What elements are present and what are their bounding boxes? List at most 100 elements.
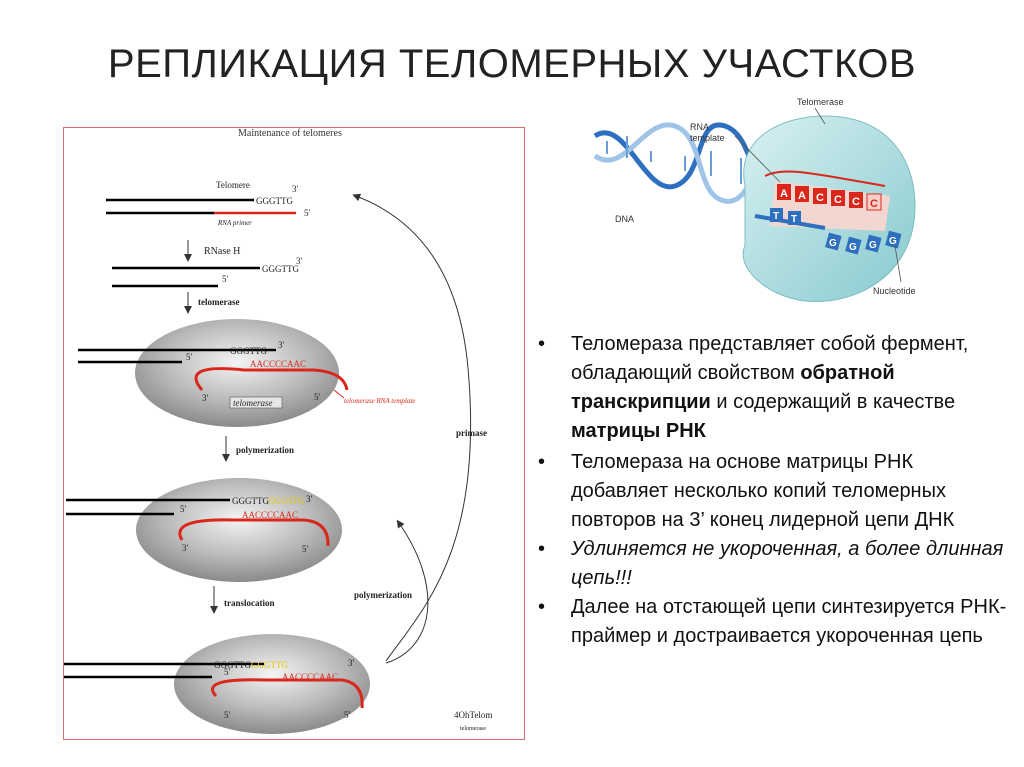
prime-5-label: 5' (314, 392, 321, 402)
rna-base (813, 188, 827, 204)
telomerase-oval (135, 319, 339, 427)
bullet-text: обратной транскрипции (571, 362, 895, 413)
dna-base (770, 208, 783, 222)
primase-loop-arrow (352, 193, 472, 662)
prime-3-label: 3' (202, 393, 209, 403)
telomerase-step-label: telomerase (198, 297, 239, 307)
rna-template-label: telomerase RNA template (344, 397, 415, 405)
free-nucleotide (825, 232, 842, 251)
bullet-text: матрицы РНК (571, 420, 706, 442)
footer-sub: telomerase (460, 726, 486, 732)
bullet-item: • Далее на отстающей цепи синтезируется Р… (538, 593, 1008, 651)
rna-template-seq: AACCCCAAC (282, 672, 338, 682)
rna-template-loop (178, 518, 330, 547)
free-nucleotide (865, 234, 882, 253)
bullet-text: Теломераза представляет собой фермент, о… (571, 333, 969, 384)
rna-base (866, 193, 882, 211)
prime-3-label: 3' (278, 340, 285, 350)
bullet-text: и содержащий в качестве (710, 391, 956, 413)
rna-template-seq: AACCCCAAC (242, 510, 298, 520)
footer-code: 4OhTelom (454, 710, 492, 720)
seq-gggttg-new: GGGTTG (268, 496, 305, 506)
telomere-label: Telomere (216, 180, 250, 190)
rna-template-loop (210, 678, 364, 709)
rna-base (795, 186, 809, 202)
seq-gggttg: GGGTTG (262, 264, 299, 274)
nucleotide-label: Nucleotide (873, 286, 916, 296)
polymerization-loop-arrow (385, 519, 429, 664)
rna-letter: A (798, 190, 806, 202)
primase-label: primase (456, 428, 487, 438)
bullet-marker: • (538, 451, 546, 473)
bullet-marker: • (538, 538, 546, 560)
prime-5-label: 5' (222, 274, 229, 284)
dna-base (788, 211, 801, 225)
diagram-header: Maintenance of telomeres (238, 128, 342, 139)
translocation-label: translocation (224, 598, 275, 608)
telomere-diagram-svg: Maintenance of telomeres Telomere 3' GGG… (64, 128, 492, 734)
polymerization-label: polymerization (236, 445, 294, 455)
prime-3-label: 3' (348, 658, 355, 668)
bullet-marker: • (538, 333, 546, 355)
leader-line (894, 245, 902, 283)
bullet-marker: • (538, 596, 546, 618)
prime-3-label: 3' (292, 184, 299, 194)
bullet-text: Теломераза на основе матрицы РНК добавля… (571, 451, 955, 531)
telomerase-oval (174, 634, 370, 734)
rna-base (777, 184, 791, 200)
dna-base-pairs (606, 136, 742, 184)
rna-base (849, 192, 863, 208)
prime-3-label: 3' (182, 543, 189, 553)
rna-template-label: RNA template (690, 122, 725, 143)
free-nucleotide (885, 230, 902, 249)
leader-line (734, 135, 781, 183)
rna-letter-row: A A C C C C (777, 184, 882, 211)
telomerase-label-box (229, 396, 283, 409)
nucleotide-letter-g: G (849, 242, 857, 253)
telomerase-oval (136, 478, 342, 582)
prime-3-label: 3' (296, 256, 303, 266)
rnase-h-label: RNase H (204, 246, 240, 257)
rna-template-seq: AACCCCAAC (250, 359, 306, 369)
rna-letter: C (834, 194, 842, 206)
rna-base (831, 190, 845, 206)
rna-template-loop (194, 367, 349, 391)
slide-title: РЕПЛИКАЦИЯ ТЕЛОМЕРНЫХ УЧАСТКОВ (107, 42, 917, 86)
rna-letter: C (852, 196, 860, 208)
bullet-item: • Удлиняется не укороченная, а более длин… (538, 535, 1008, 593)
pointer-line (333, 389, 345, 399)
rna-letter: C (870, 198, 878, 210)
prime-5-label: 5' (180, 504, 187, 514)
prime-5-label: 5' (186, 352, 193, 362)
prime-5-label: 5' (224, 710, 231, 720)
rna-letter: A (780, 188, 788, 200)
bullet-item: • Теломераза представляет собой фермент, … (538, 330, 1008, 446)
prime-5-label: 5' (302, 544, 309, 554)
seq-gggttg: GGGTTG (230, 346, 267, 356)
telomerase-figure: DNA A A C C C C T T G G G G Telomerase R… (593, 97, 916, 303)
bullet-text: Удлиняется не укороченная, а более длинн… (571, 538, 1004, 589)
dna-label: DNA (615, 214, 634, 224)
leader-line (814, 107, 826, 125)
seq-gggttg: GGGTTG (232, 496, 269, 506)
prime-3-label: 3' (306, 494, 313, 504)
dna-letter-t: T (773, 211, 779, 222)
bullet-item: • Теломераза на основе матрицы РНК добавл… (538, 448, 1008, 535)
free-nucleotide (845, 236, 862, 255)
nucleotide-letter-g: G (869, 240, 877, 251)
prime-5-label: 5' (344, 710, 351, 720)
bullet-list: • Теломераза представляет собой фермент, … (538, 330, 1008, 651)
seq-gggttg-new: GGGTTG (251, 660, 288, 670)
nucleotide-letter-g: G (829, 238, 837, 249)
seq-gggttg: GGGTTG (256, 196, 293, 206)
rna-letter: C (816, 192, 824, 204)
prime-5-label: 5' (224, 667, 231, 677)
prime-5-label: 5' (304, 208, 311, 218)
bullet-text: Далее на отстающей цепи синтезируется РН… (571, 596, 1007, 647)
rna-primer-label: RNA primer (217, 219, 252, 227)
telomere-maintenance-diagram: Maintenance of telomeres Telomere 3' GGG… (63, 127, 525, 740)
telomerase-enzyme-label: telomerase (233, 398, 273, 408)
seq-gggttg: GGGTTG (214, 660, 251, 670)
nucleotide-letter-g: G (889, 236, 897, 247)
telomerase-label: Telomerase (797, 97, 844, 107)
